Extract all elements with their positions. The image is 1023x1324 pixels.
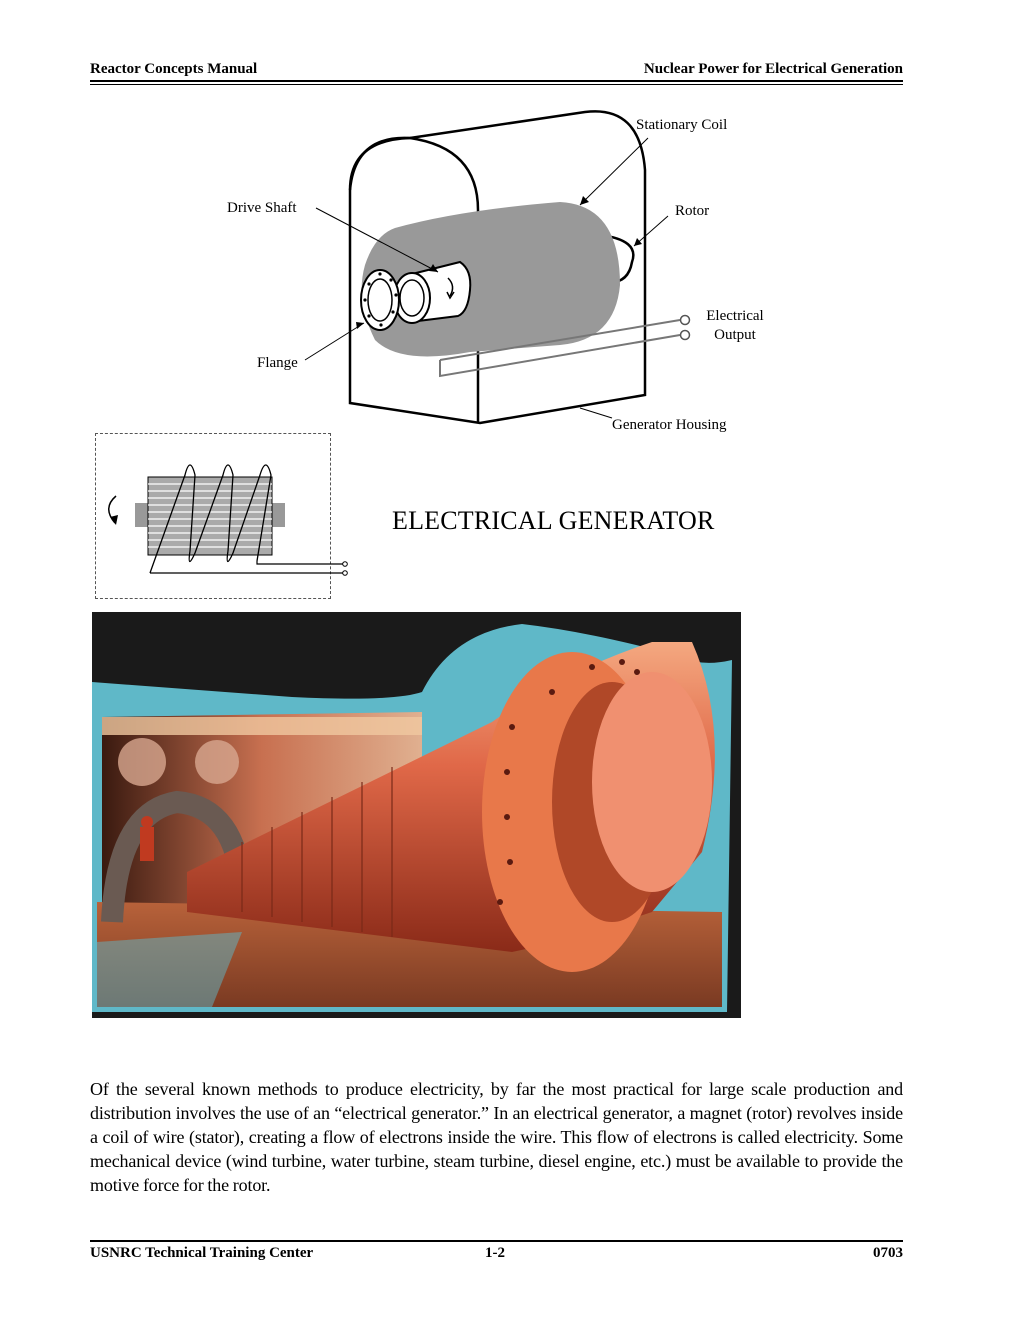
leader-arrowheads <box>356 196 642 329</box>
laminated-core <box>147 476 273 556</box>
generator-diagram <box>304 110 691 425</box>
label-drive-shaft: Drive Shaft <box>227 200 297 216</box>
label-electrical-output-1: Electrical <box>706 308 764 324</box>
label-electrical-output-2: Output <box>714 327 756 343</box>
lamination-lines <box>148 483 272 548</box>
generator-rotor-photo <box>92 612 741 1018</box>
coil-windings <box>149 464 272 574</box>
rotation-arrow <box>447 277 454 297</box>
label-generator-housing: Generator Housing <box>612 417 727 433</box>
coil-schematic <box>108 464 348 576</box>
label-flange: Flange <box>257 355 298 371</box>
body-paragraph: Of the several known methods to produce … <box>90 1079 903 1195</box>
output-wire-2 <box>439 319 681 361</box>
housing-front-panel <box>348 136 480 423</box>
figure-title: ELECTRICAL GENERATOR <box>392 506 715 535</box>
footer-rule <box>90 1240 903 1242</box>
shaft-right <box>271 503 285 527</box>
header-manual-title: Reactor Concepts Manual <box>90 61 258 77</box>
footer-page-number: 1-2 <box>485 1245 505 1261</box>
footer-organization: USNRC Technical Training Center <box>90 1245 314 1261</box>
header-rule-thin <box>90 84 903 85</box>
label-rotor: Rotor <box>675 203 710 219</box>
lead-terminal-1 <box>342 561 348 567</box>
output-leads <box>150 561 344 574</box>
output-terminal-2 <box>679 329 691 341</box>
flange-bolts <box>363 272 398 327</box>
label-stationary-coil: Stationary Coil <box>636 117 728 133</box>
output-wire-1 <box>439 334 681 378</box>
header-rule <box>90 80 903 82</box>
footer-revision: 0703 <box>873 1245 903 1261</box>
coil-schematic-inset <box>95 433 331 599</box>
leader-lines <box>304 137 669 419</box>
header-section-title: Nuclear Power for Electrical Generation <box>643 61 903 77</box>
shaft-left <box>135 503 149 527</box>
output-terminal-1 <box>679 314 691 326</box>
lead-terminal-2 <box>342 570 348 576</box>
